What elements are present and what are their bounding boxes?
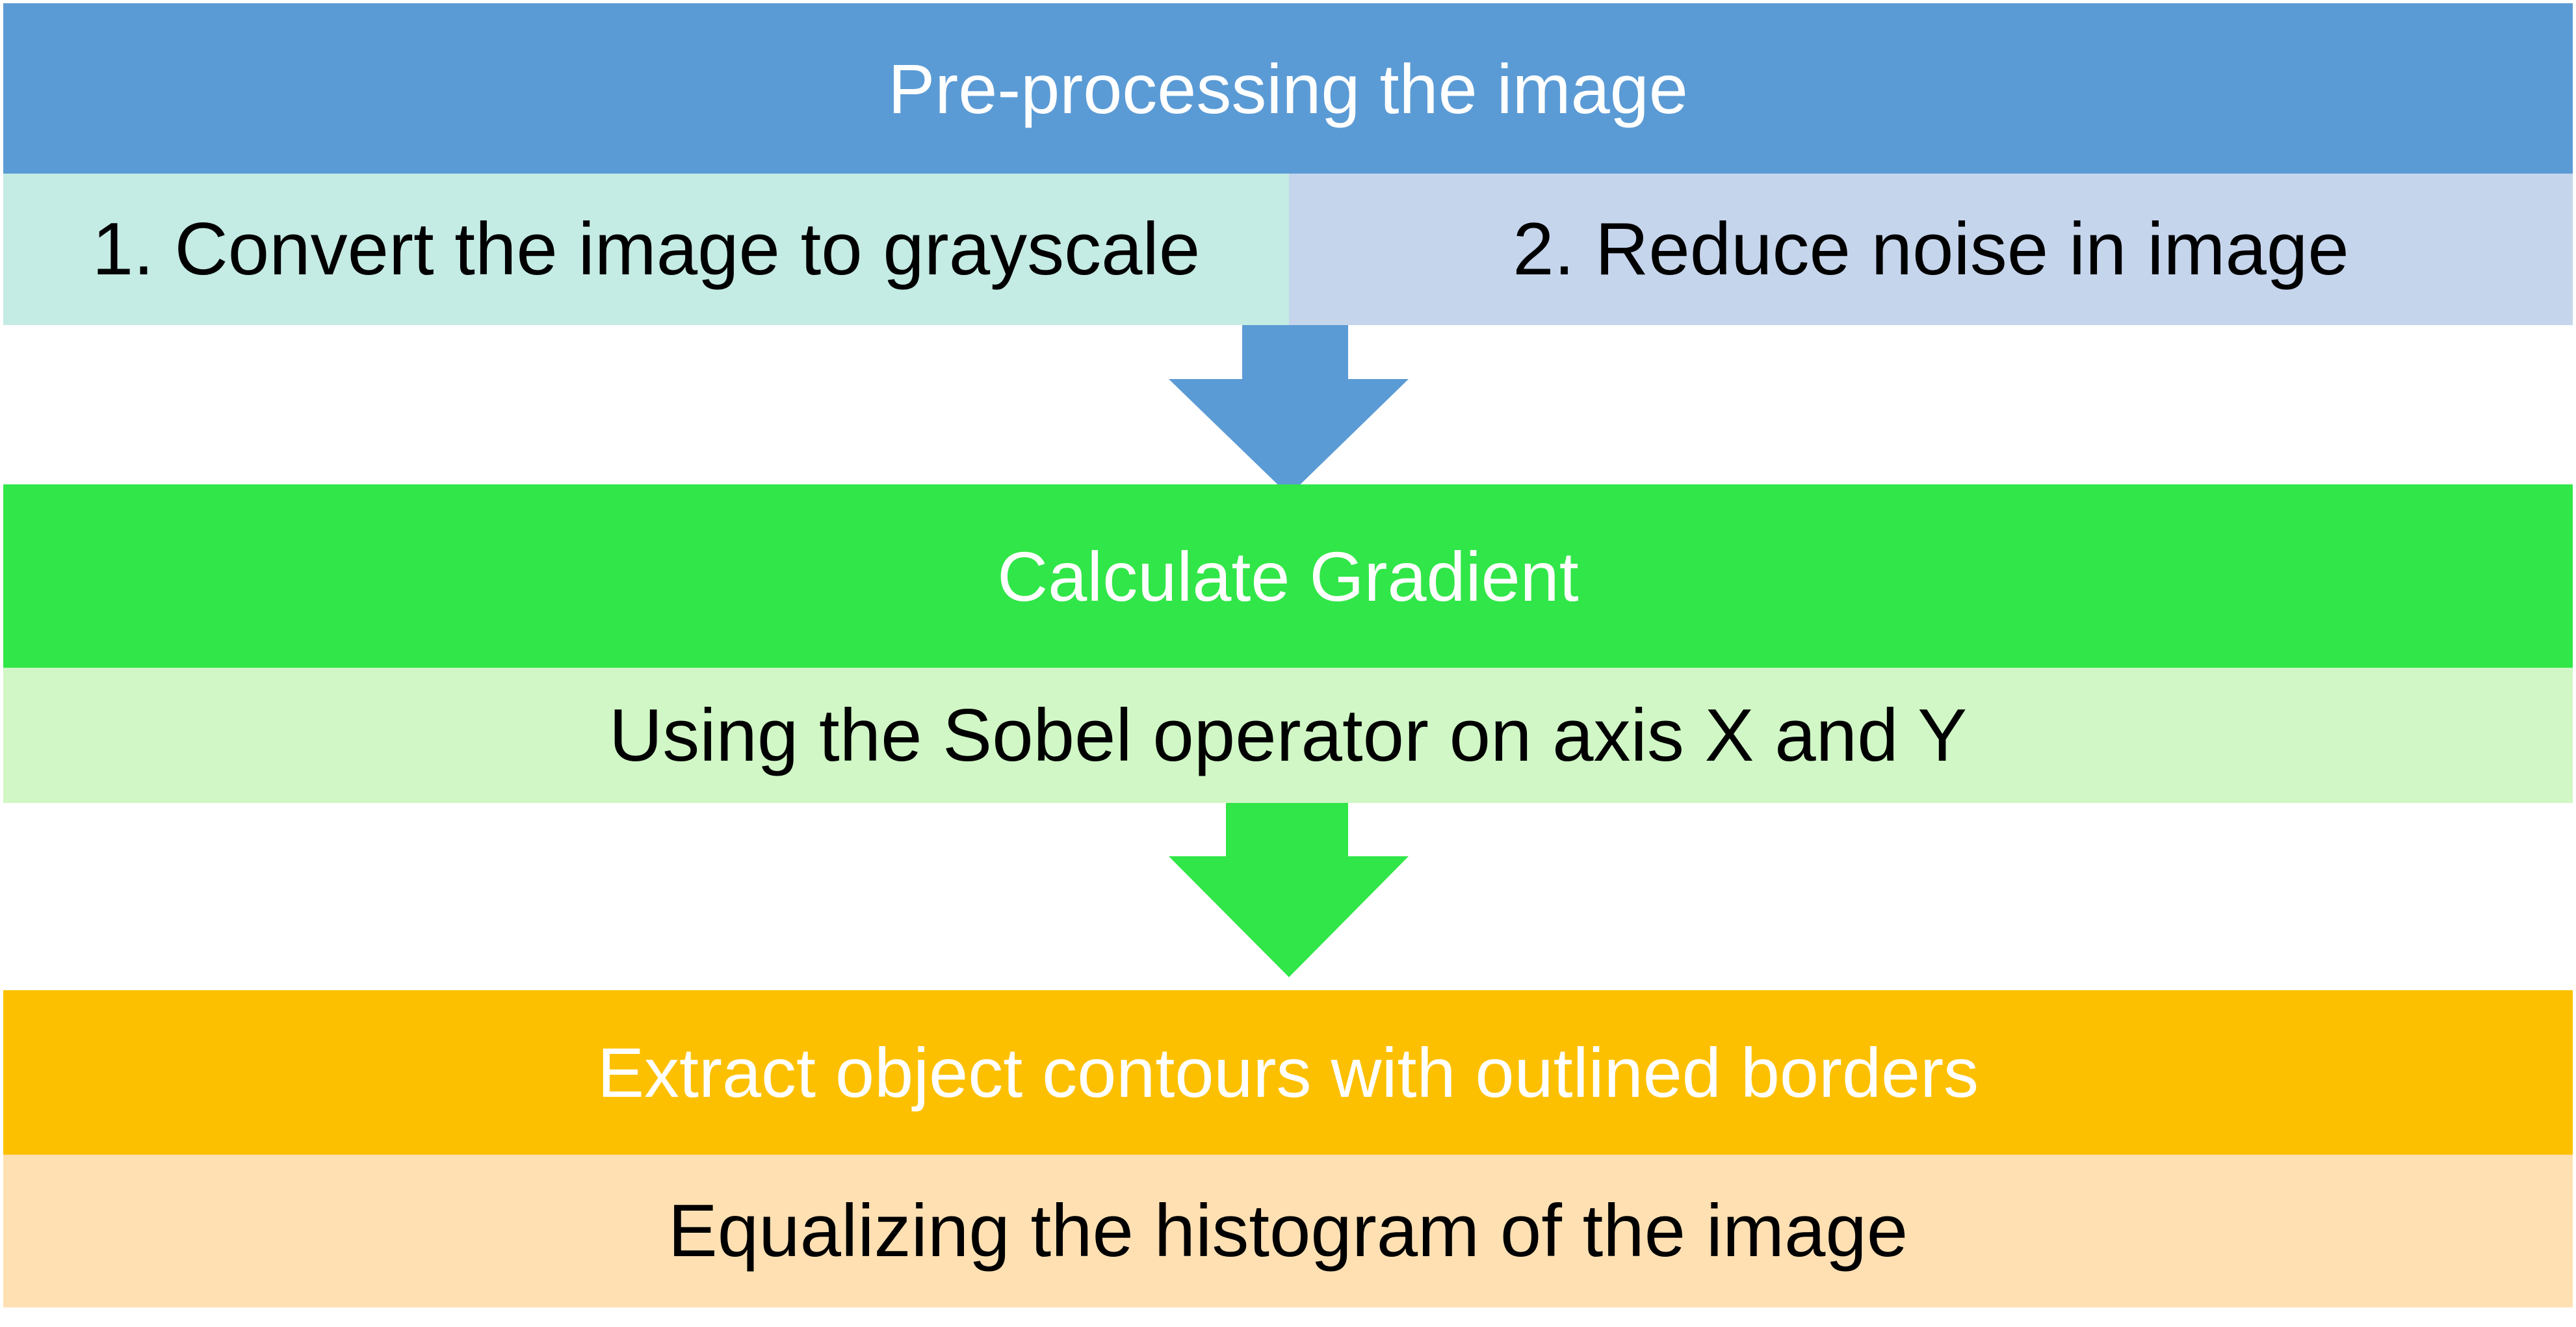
down-arrow-1-icon <box>1169 325 1409 495</box>
down-arrow-2-icon <box>1169 803 1409 977</box>
stage-1-steps: 1. Convert the image to grayscale 2. Red… <box>3 174 2573 325</box>
stage-3-step-1: Equalizing the histogram of the image <box>3 1155 2573 1307</box>
stage-1-step-1: 1. Convert the image to grayscale <box>3 174 1289 325</box>
stage-1-step-2: 2. Reduce noise in image <box>1289 174 2573 325</box>
stage-2-step-1: Using the Sobel operator on axis X and Y <box>3 668 2573 803</box>
stage-3-header: Extract object contours with outlined bo… <box>3 990 2573 1155</box>
stage-1-header: Pre-processing the image <box>3 3 2573 174</box>
stage-2-header: Calculate Gradient <box>3 484 2573 668</box>
